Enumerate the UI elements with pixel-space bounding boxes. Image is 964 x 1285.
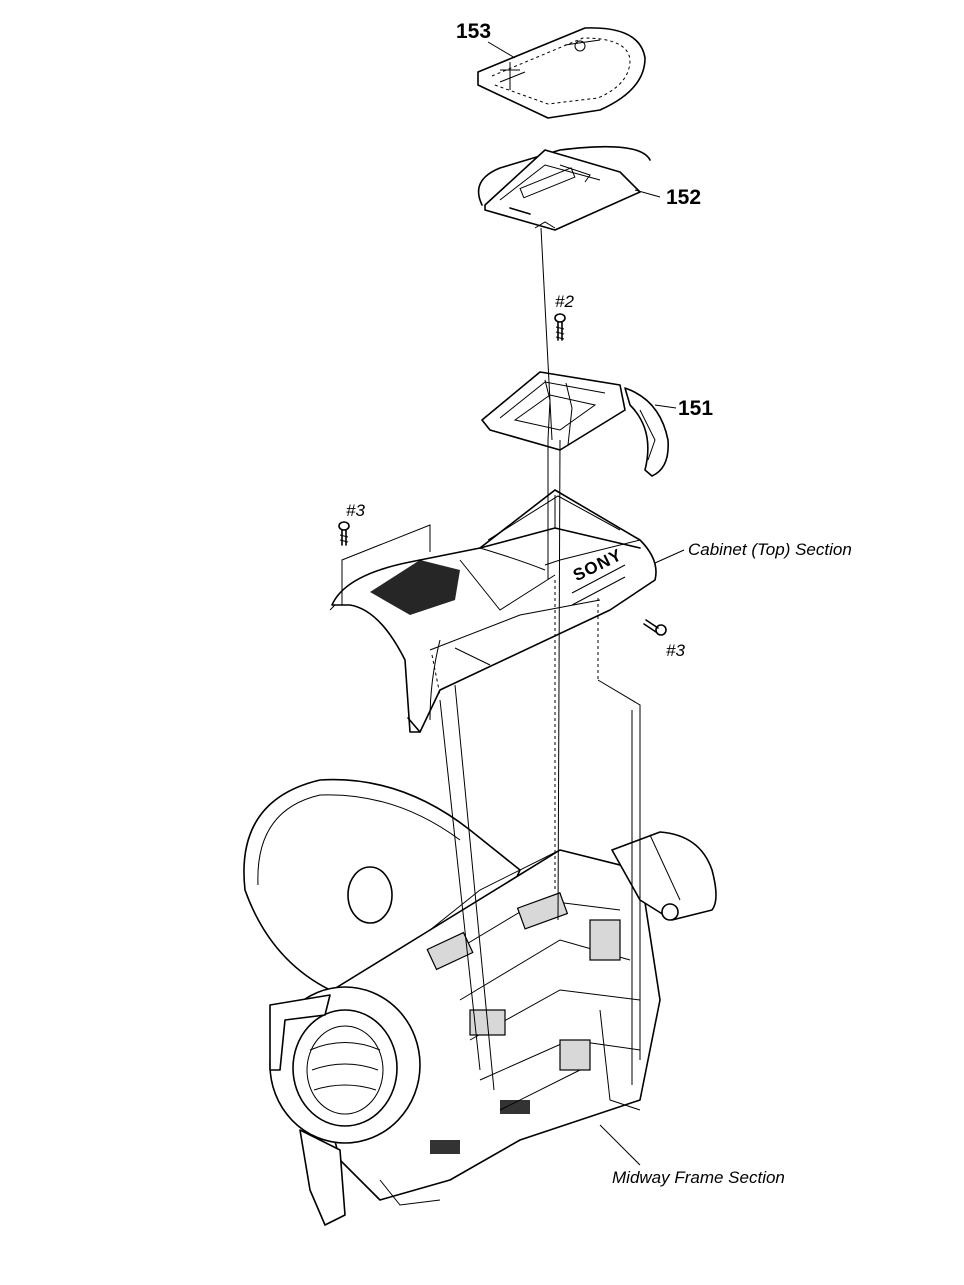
part-152-plate: [477, 145, 651, 231]
label-screw-2: #2: [555, 292, 574, 311]
label-midway-frame-section: Midway Frame Section: [612, 1168, 785, 1187]
label-cabinet-top-section: Cabinet (Top) Section: [688, 540, 852, 559]
label-part-152: 152: [666, 186, 702, 209]
part-153-label-sheet: [477, 27, 646, 119]
screw-2-graphic: [554, 313, 566, 341]
midway-frame-body: [243, 778, 717, 1226]
label-part-153: 153: [456, 20, 492, 43]
cabinet-top-shell: [329, 489, 657, 733]
part-151-bracket: [481, 371, 669, 477]
alignment-lines: [341, 41, 685, 1166]
screw-3-left-graphic: [338, 521, 350, 546]
label-screw-3-right: #3: [666, 641, 685, 660]
label-part-151: 151: [678, 397, 714, 420]
label-screw-3-left: #3: [346, 501, 365, 520]
screw-3-right-graphic: [643, 619, 667, 636]
